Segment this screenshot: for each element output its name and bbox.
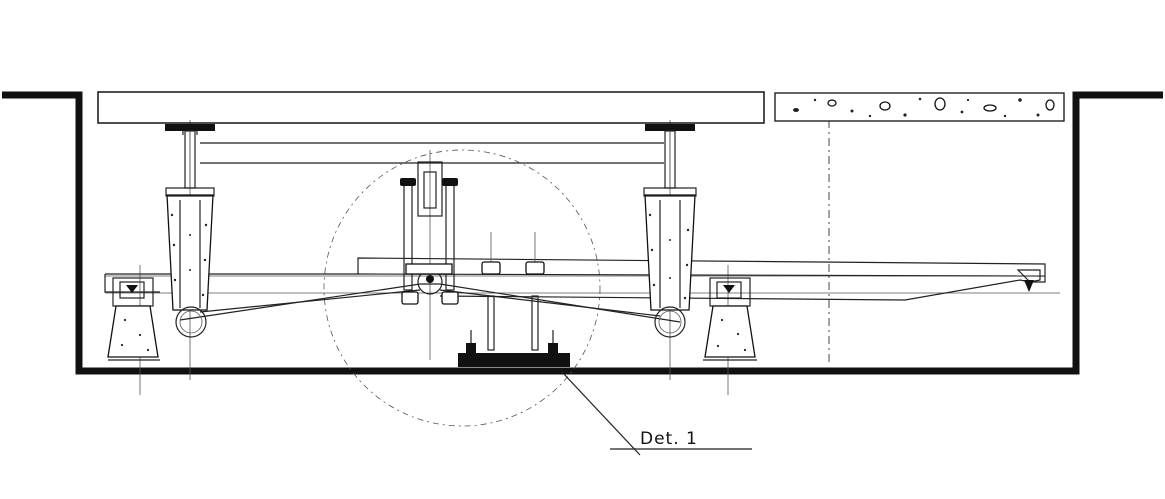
central-hub — [400, 161, 459, 305]
right-spring-texture — [648, 213, 690, 300]
concrete-aggregate — [793, 97, 1055, 118]
left-pedestal — [107, 277, 160, 361]
detail-leader — [561, 371, 752, 456]
concrete-slab — [774, 92, 1065, 122]
platform-deck — [97, 91, 765, 164]
bolt-pair — [481, 232, 545, 351]
anchor-base-plate — [458, 330, 570, 367]
left-spring-texture — [170, 213, 208, 297]
right-pedestal — [703, 277, 757, 361]
lever-tip — [1016, 269, 1041, 292]
lever-beam — [104, 257, 1046, 323]
detail-label: Det. 1 — [640, 429, 698, 449]
construction-lines — [105, 120, 1060, 395]
detail-circle — [323, 149, 601, 427]
left-spring-column — [165, 124, 215, 338]
right-spring-column — [643, 124, 697, 338]
pit-outline — [2, 91, 1163, 375]
